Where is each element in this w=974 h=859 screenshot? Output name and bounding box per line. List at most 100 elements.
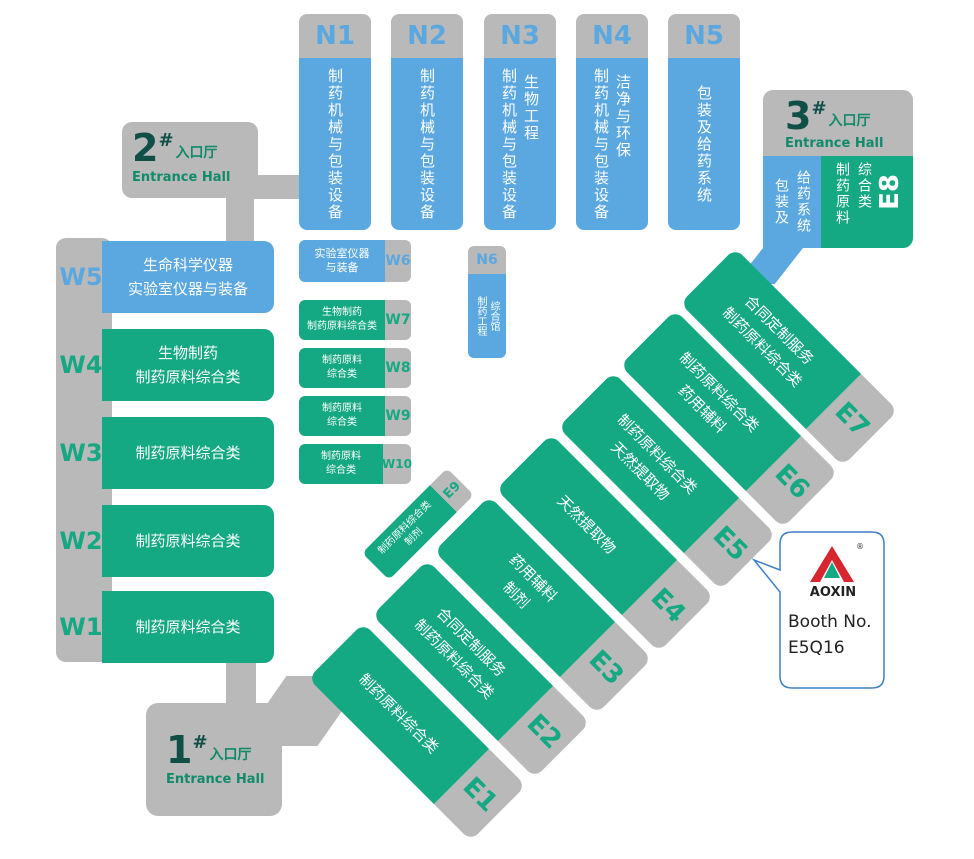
w1-id: W1 <box>59 613 103 641</box>
w8-body: 制药原料 综合类 <box>299 348 385 388</box>
n2-text: 制药机械与包装设备 <box>418 67 436 221</box>
west-hall-w1[interactable]: W1 制药原料综合类 <box>56 591 274 663</box>
n6-line1: 制药工程 <box>475 296 486 336</box>
w8-line1: 制药原料 <box>322 355 362 366</box>
n5-text: 包装及给药系统 <box>695 84 713 204</box>
w9-line1: 制药原料 <box>322 403 362 414</box>
entrance-3-label: 3 # 入口厅 Entrance Hall <box>785 96 910 156</box>
w1-line1: 制药原料综合类 <box>135 618 241 636</box>
west-lower-connector <box>226 658 256 708</box>
w6-line2: 与装备 <box>325 261 359 274</box>
west-hall-w5[interactable]: W5 生命科学仪器 实验室仪器与装备 <box>56 241 274 313</box>
entrance-2-cn: 入口厅 <box>175 145 218 161</box>
n3-id: N3 <box>500 21 540 51</box>
n1-tab <box>299 14 371 58</box>
n6-id: N6 <box>468 246 506 274</box>
n4-text2: 洁净与环保 <box>614 74 632 159</box>
w2-id: W2 <box>59 527 103 555</box>
n2-tab <box>391 14 463 58</box>
entrance-2-connector-right <box>250 175 306 199</box>
e8-green-line2: 综合类 <box>856 162 872 210</box>
n4-body: 制药机械与包装设备 洁净与环保 <box>576 58 648 230</box>
e8-green-part[interactable]: E8 制药原料 综合类 <box>821 156 913 248</box>
e8-blue-part[interactable]: 包装及 给药系统 <box>763 156 821 248</box>
w7-body: 生物制药 制药原料综合类 <box>299 300 385 340</box>
w3-body: 制药原料综合类 <box>102 417 274 489</box>
entrance-1-cn: 入口厅 <box>209 747 252 763</box>
north-hall-n5[interactable]: N5 包装及给药系统 <box>668 14 740 230</box>
n6-line2: 综合馆 <box>488 301 499 331</box>
entrance-1-mark: # <box>192 732 208 753</box>
w5-line2: 实验室仪器与装备 <box>127 280 248 298</box>
e9-body: 制药原料综合类 制剂 <box>362 485 457 580</box>
entrance-3-en: Entrance Hall <box>785 136 884 151</box>
n5-id: N5 <box>684 21 724 51</box>
brand-registered: ® <box>856 542 864 551</box>
e9-line1: 制药原料综合类 <box>376 499 434 557</box>
n6-body: 制药工程 综合馆 <box>468 274 506 358</box>
entrance-2-connector-down <box>226 190 254 246</box>
small-hall-w8[interactable]: 制药原料 综合类 W8 <box>299 348 411 388</box>
w1-body: 制药原料综合类 <box>102 591 274 663</box>
w7-line2: 制药原料综合类 <box>307 321 377 332</box>
small-hall-w7[interactable]: 生物制药 制药原料综合类 W7 <box>299 300 411 340</box>
w10-line2: 综合类 <box>326 465 356 476</box>
w9-line2: 综合类 <box>327 417 357 428</box>
north-hall-n4[interactable]: N4 制药机械与包装设备 洁净与环保 <box>576 14 648 230</box>
n3-text: 制药机械与包装设备 <box>500 67 518 221</box>
west-hall-w4[interactable]: W4 生物制药 制药原料综合类 <box>56 329 274 401</box>
n1-id: N1 <box>315 21 355 51</box>
w6-id: W6 <box>385 240 411 282</box>
e1-line1: 制药原料综合类 <box>355 670 443 758</box>
booth-line2: E5Q16 <box>788 638 845 658</box>
w10-body: 制药原料 综合类 <box>299 444 383 484</box>
hall-n6[interactable]: N6 制药工程 综合馆 <box>468 246 506 358</box>
booth-line1: Booth No. <box>788 612 872 632</box>
n5-tab <box>668 14 740 58</box>
north-hall-n1[interactable]: N1 制药机械与包装设备 <box>299 14 371 230</box>
w7-line1: 生物制药 <box>322 307 362 318</box>
w10-line1: 制药原料 <box>321 451 361 462</box>
w5-line1: 生命科学仪器 <box>142 256 233 274</box>
entrance-2-number: 2 <box>132 126 159 170</box>
aoxin-logo-icon <box>810 546 854 582</box>
w4-line2: 制药原料综合类 <box>135 368 241 386</box>
w2-body: 制药原料综合类 <box>102 505 274 577</box>
n1-body: 制药机械与包装设备 <box>299 58 371 230</box>
w4-line1: 生物制药 <box>157 344 218 362</box>
west-hall-w2[interactable]: W2 制药原料综合类 <box>56 505 274 577</box>
w2-line1: 制药原料综合类 <box>135 532 241 550</box>
w9-body: 制药原料 综合类 <box>299 396 385 436</box>
w8-line2: 综合类 <box>327 369 357 380</box>
north-hall-n3[interactable]: N3 制药机械与包装设备 生物工程 <box>484 14 556 230</box>
booth-callout[interactable]: ® AOXIN Booth No. E5Q16 <box>752 530 887 690</box>
e8-green-text: 制药原料 综合类 <box>831 162 875 226</box>
n3-body: 制药机械与包装设备 生物工程 <box>484 58 556 230</box>
n3-text2: 生物工程 <box>522 74 540 142</box>
n4-id: N4 <box>592 21 632 51</box>
n5-body: 包装及给药系统 <box>668 58 740 230</box>
small-hall-w6[interactable]: 实验室仪器 与装备 W6 <box>299 240 411 282</box>
w5-body: 生命科学仪器 实验室仪器与装备 <box>102 241 274 313</box>
w7-id: W7 <box>385 300 411 340</box>
small-hall-w9[interactable]: 制药原料 综合类 W9 <box>299 396 411 436</box>
w9-id: W9 <box>385 396 411 436</box>
w6-line1: 实验室仪器 <box>314 247 370 260</box>
w3-id: W3 <box>59 439 103 467</box>
entrance-1-label: 1 # 入口厅 Entrance Hall <box>166 730 276 796</box>
entrance-1-number: 1 <box>166 728 193 772</box>
north-hall-n2[interactable]: N2 制药机械与包装设备 <box>391 14 463 230</box>
n2-id: N2 <box>407 21 447 51</box>
callout-bubble <box>752 531 885 689</box>
w4-id: W4 <box>59 351 103 379</box>
west-hall-w3[interactable]: W3 制药原料综合类 <box>56 417 274 489</box>
w8-id: W8 <box>385 348 411 388</box>
entrance-3-block <box>763 90 913 160</box>
n4-text: 制药机械与包装设备 <box>592 67 610 221</box>
brand-name: AOXIN <box>809 585 857 600</box>
n4-tab <box>576 14 648 58</box>
n3-tab <box>484 14 556 58</box>
small-hall-w10[interactable]: 制药原料 综合类 W10 <box>299 444 412 484</box>
entrance-2-label: 2 # 入口厅 Entrance Hall <box>132 128 257 194</box>
e8-blue-line2: 给药系统 <box>795 170 811 234</box>
